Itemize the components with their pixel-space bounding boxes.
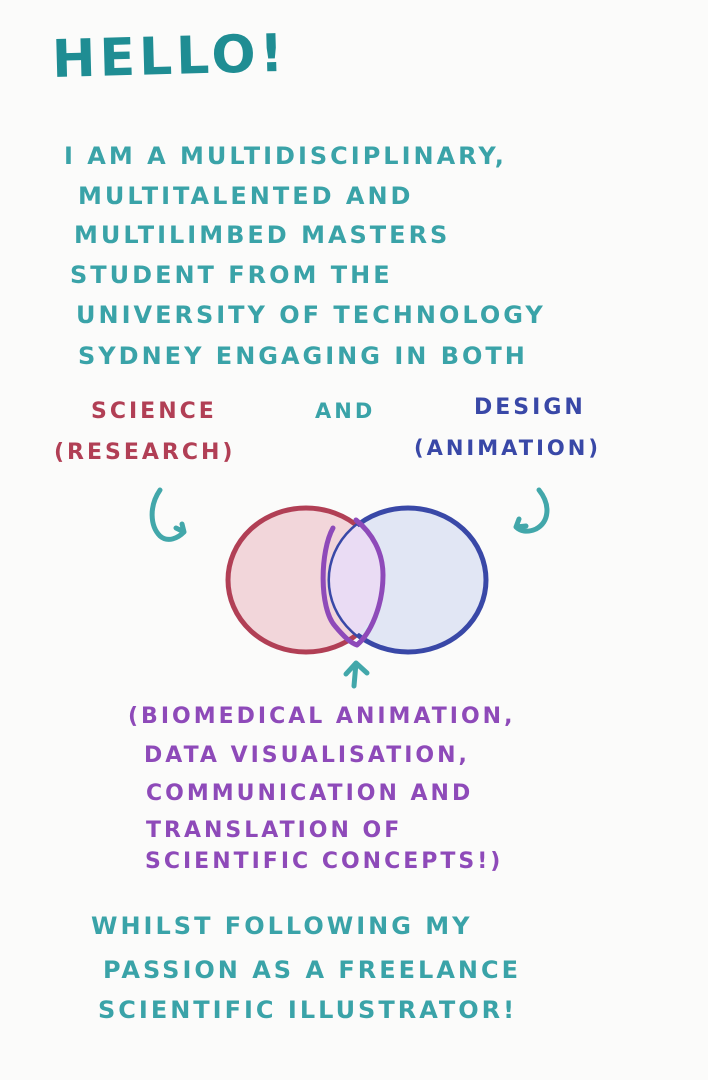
venn-intersection — [330, 508, 384, 652]
intersection-line: COMMUNICATION AND — [146, 781, 474, 806]
intro-line: MULTITALENTED AND — [78, 182, 414, 210]
intro-line: STUDENT FROM THE — [70, 261, 393, 289]
page-title: HELLO! — [51, 23, 289, 90]
animation-label: (ANIMATION) — [414, 436, 601, 460]
intersection-line: SCIENTIFIC CONCEPTS!) — [145, 849, 504, 874]
intro-line: SYDNEY ENGAGING IN BOTH — [78, 342, 528, 370]
intro-line: I AM A MULTIDISCIPLINARY, — [64, 142, 507, 170]
intersection-line: TRANSLATION OF — [146, 818, 403, 843]
intersection-line: DATA VISUALISATION, — [144, 743, 470, 768]
closing-line: PASSION AS A FREELANCE — [103, 956, 521, 984]
intro-line: UNIVERSITY OF TECHNOLOGY — [76, 301, 546, 329]
intro-line: MULTILIMBED MASTERS — [74, 221, 451, 249]
research-label: (RESEARCH) — [54, 440, 236, 465]
and-label: AND — [315, 399, 376, 423]
science-arrow — [149, 487, 187, 542]
science-label: SCIENCE — [91, 399, 217, 424]
science-circle — [225, 505, 387, 655]
design-arrow — [513, 487, 550, 534]
closing-line: SCIENTIFIC ILLUSTRATOR! — [98, 996, 518, 1024]
design-label: DESIGN — [474, 395, 586, 420]
closing-line: WHILST FOLLOWING MY — [91, 912, 473, 940]
intersection-outline — [320, 517, 386, 648]
intersection-arrow — [343, 660, 370, 689]
intersection-line: (BIOMEDICAL ANIMATION, — [128, 704, 516, 729]
design-circle — [327, 505, 489, 655]
